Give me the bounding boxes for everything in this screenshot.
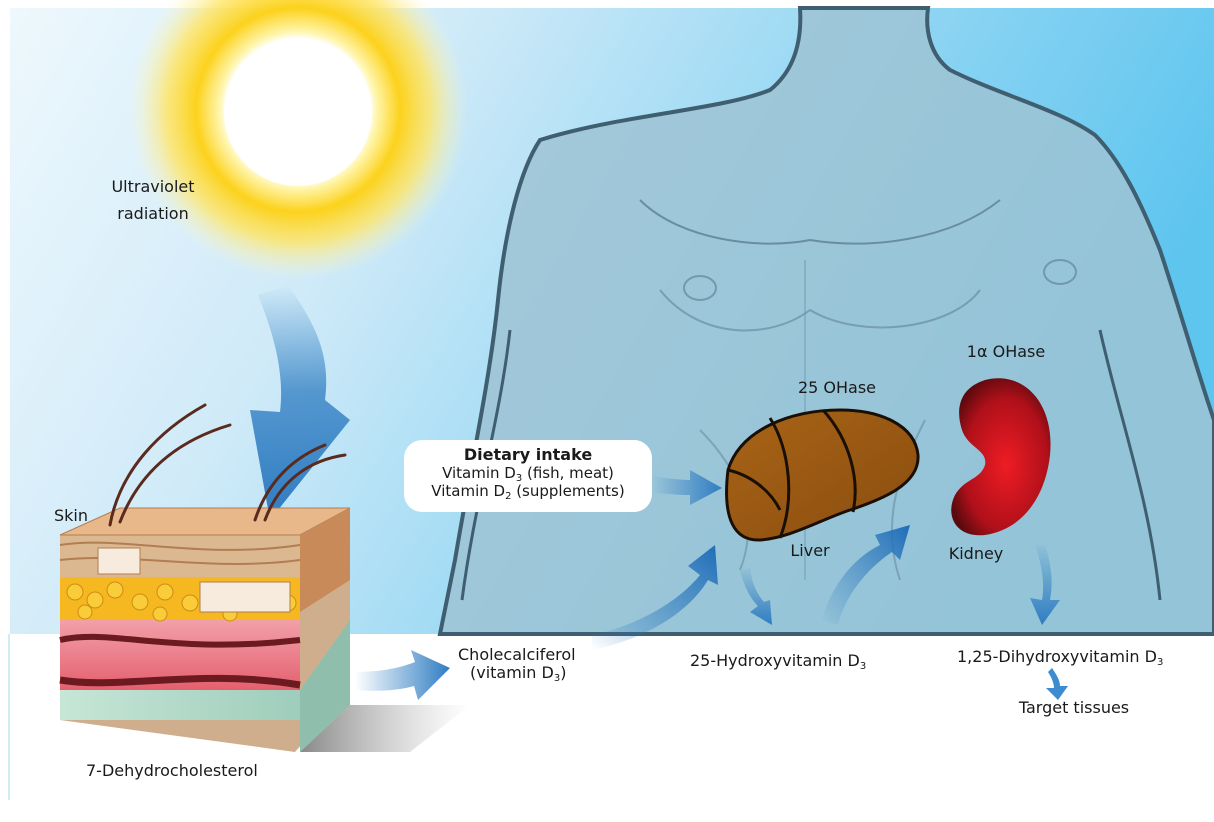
hydroxy-label: 25-Hydroxyvitamin D3 [690,651,866,672]
dihydroxy-to-target-arrow [1046,668,1068,700]
chole-paren-open: (vitamin D [470,663,554,682]
dietary-line1-a: Vitamin D [442,464,516,482]
precursor-label: 7-Dehydrocholesterol [86,761,258,780]
uv-label-line1: Ultraviolet [111,177,194,196]
dietary-line2-b: (supplements) [511,482,624,500]
dietary-line1-b: (fish, meat) [522,464,614,482]
dietary-line2: Vitamin D2 (supplements) [431,482,624,502]
hydroxy-main: 25-Hydroxyvitamin D [690,651,860,670]
target-label: Target tissues [1018,698,1129,717]
chole-label-line1: Cholecalciferol [458,645,576,664]
liver-enzyme-label: 25 OHase [798,378,876,397]
dietary-line1: Vitamin D3 (fish, meat) [442,464,614,484]
liver-label: Liver [790,541,830,560]
dihydroxy-subscript: 3 [1157,657,1163,668]
uv-label-line2: radiation [117,204,188,223]
hydroxy-subscript: 3 [860,661,866,672]
chole-label-line2: (vitamin D3) [470,663,566,684]
dietary-title: Dietary intake [464,445,592,464]
dihydroxy-main: 1,25-Dihydroxyvitamin D [957,647,1157,666]
skin-label: Skin [54,506,88,525]
dihydroxy-label: 1,25-Dihydroxyvitamin D3 [957,647,1163,668]
chole-paren-close: ) [560,663,566,682]
kidney-enzyme-label: 1α OHase [967,342,1045,361]
kidney-label: Kidney [949,544,1004,563]
dietary-line2-a: Vitamin D [431,482,505,500]
skin-to-chole-arrow [355,650,450,700]
